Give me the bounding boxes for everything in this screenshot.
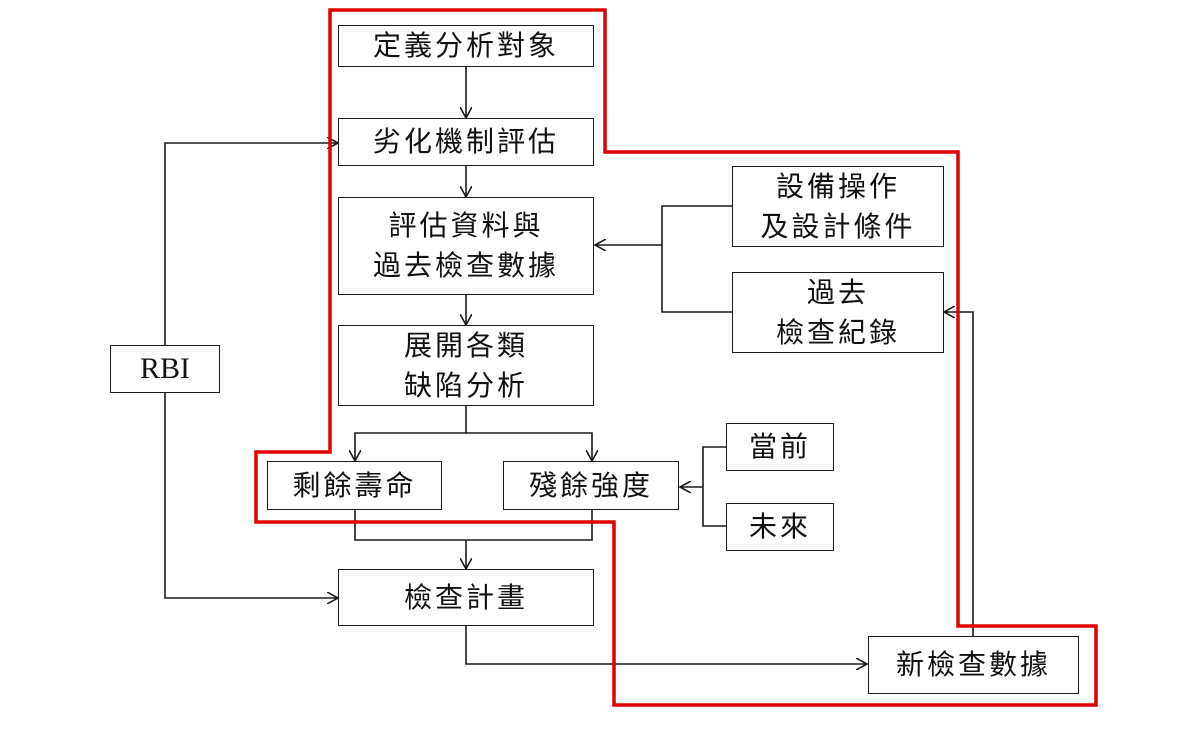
past-records-line-1: 過去	[806, 275, 869, 309]
bracket-time-to-strength	[702, 446, 726, 527]
operating-design-line-2: 及設計條件	[760, 209, 916, 243]
branch-defect-split	[355, 406, 467, 461]
future-label: 未來	[748, 510, 811, 543]
past-records-box: 過去 檢查紀錄	[732, 272, 944, 353]
remaining-life-box: 剩餘壽命	[267, 461, 442, 510]
remaining-life-label: 剩餘壽命	[292, 468, 417, 502]
mechanism-eval-box: 劣化機制評估	[338, 118, 594, 166]
defect-analysis-line-2: 缺陷分析	[403, 368, 528, 402]
define-target-box: 定義分析對象	[338, 25, 594, 67]
arrow-rbi-to-mechanism	[164, 143, 338, 345]
eval-data-line-2: 過去檢查數據	[372, 249, 559, 282]
eval-data-box: 評估資料與 過去檢查數據	[338, 197, 594, 295]
bracket-inputs-to-data	[661, 205, 732, 313]
current-box: 當前	[726, 423, 834, 471]
arrow-plan-to-new-data	[465, 626, 867, 664]
current-label: 當前	[748, 430, 811, 463]
red-scope-outline	[254, 8, 1098, 707]
branch-defect-split-right	[466, 432, 592, 461]
eval-data-line-1: 評估資料與	[388, 209, 544, 242]
defect-analysis-line-1: 展開各類	[403, 328, 528, 362]
residual-strength-box: 殘餘強度	[503, 461, 679, 510]
past-records-line-2: 檢查紀錄	[775, 315, 900, 349]
mechanism-eval-label: 劣化機制評估	[372, 125, 559, 158]
residual-strength-label: 殘餘強度	[528, 468, 653, 502]
operating-design-line-1: 設備操作	[775, 169, 900, 203]
operating-design-box: 設備操作 及設計條件	[732, 166, 944, 247]
rbi-box: RBI	[110, 345, 220, 393]
new-inspection-data-label: 新檢查數據	[895, 648, 1051, 681]
arrow-new-data-to-records	[944, 312, 974, 636]
defect-analysis-box: 展開各類 缺陷分析	[338, 325, 594, 406]
inspection-plan-box: 檢查計畫	[338, 569, 594, 626]
inspection-plan-label: 檢查計畫	[403, 580, 528, 614]
future-box: 未來	[726, 503, 834, 551]
define-target-label: 定義分析對象	[372, 29, 559, 62]
merge-to-plan	[354, 510, 593, 541]
arrow-rbi-to-plan	[164, 393, 338, 598]
new-inspection-data-box: 新檢查數據	[868, 636, 1079, 694]
rbi-label: RBI	[139, 352, 190, 385]
